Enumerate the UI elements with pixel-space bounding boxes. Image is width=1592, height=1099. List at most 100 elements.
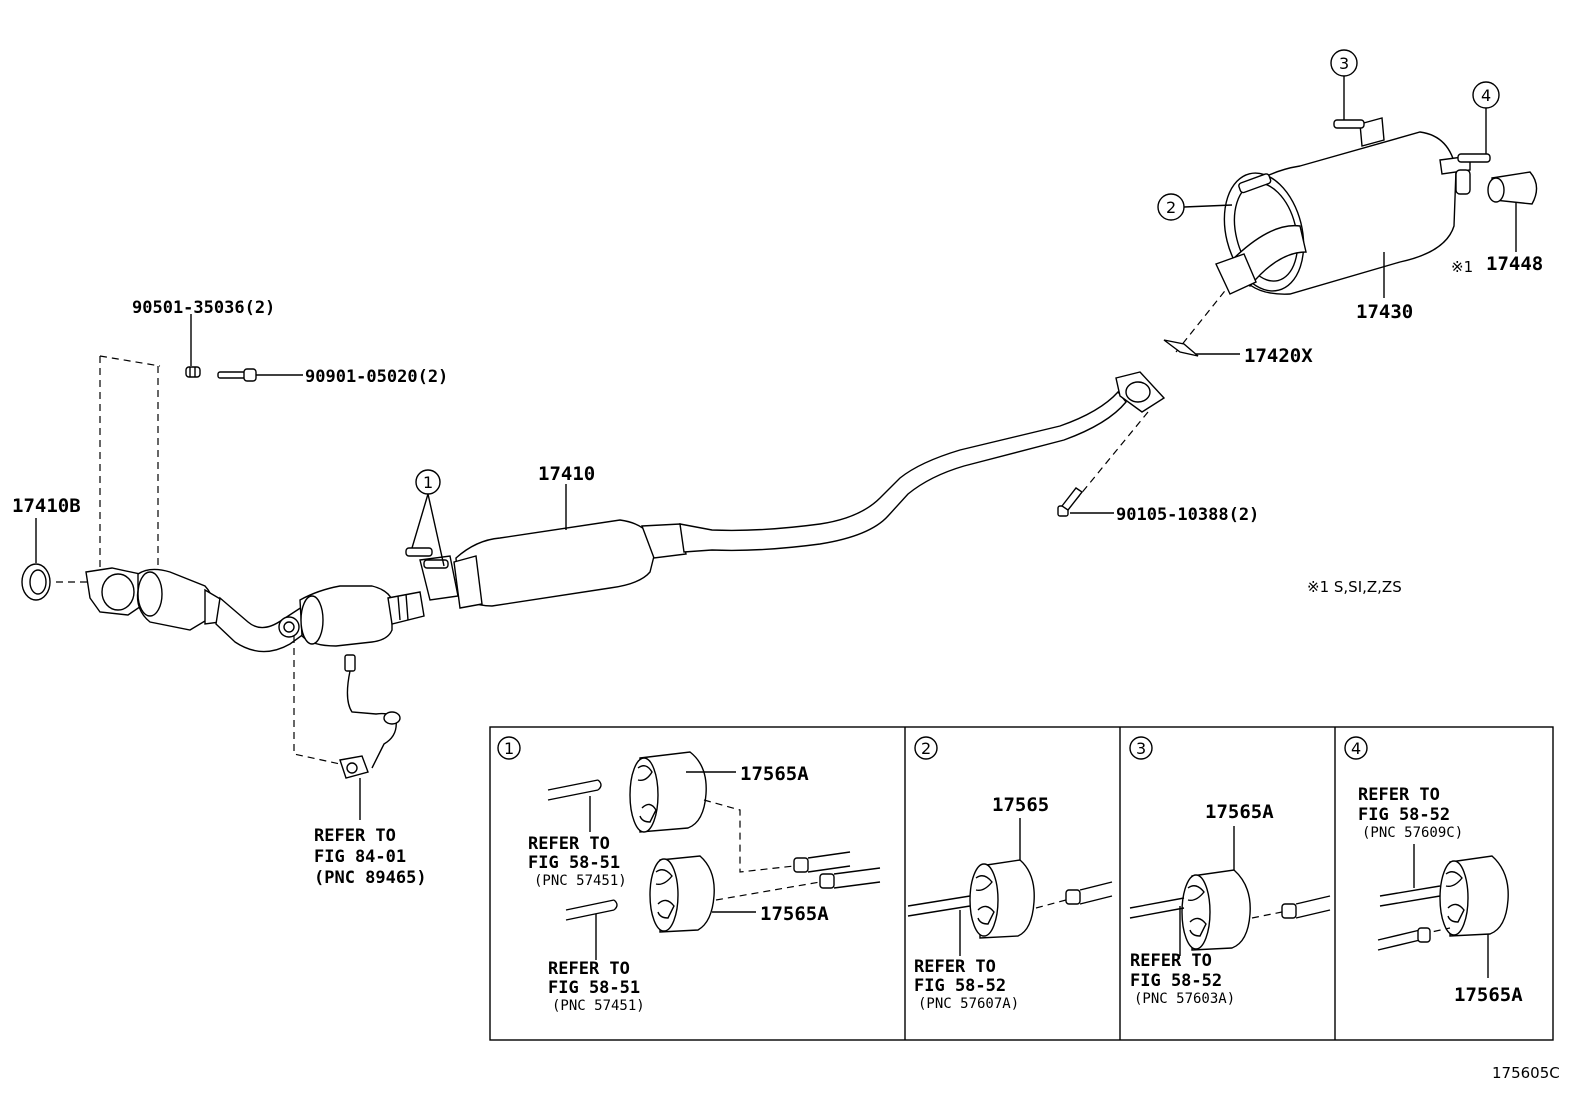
svg-text:FIG 58-51: FIG 58-51 (528, 853, 620, 873)
svg-text:4: 4 (1481, 86, 1491, 105)
detail-1: 1 17565A REFER TO FIG 58-51 (PNC 57451) (497, 736, 881, 1014)
pin-d4-lower (1377, 927, 1431, 951)
svg-text:REFER TO: REFER TO (1130, 951, 1212, 971)
catalytic-converter-rear[interactable] (299, 585, 425, 647)
svg-text:FIG 58-52: FIG 58-52 (1130, 971, 1222, 991)
svg-text:2: 2 (921, 739, 931, 758)
part-number-90105-10388: 90105-10388(2) (1116, 505, 1259, 525)
callout-1-leader (411, 493, 445, 567)
detail-3-guide (1251, 911, 1283, 919)
rubber-hanger-d4[interactable] (1439, 855, 1509, 937)
part-17565: 17565 (992, 794, 1049, 816)
detail-3-number: 3 (1129, 736, 1153, 760)
refer-note-sensor: REFER TO FIG 84-01 (PNC 89465) (314, 826, 427, 888)
svg-text:(PNC 89465): (PNC 89465) (314, 868, 427, 888)
callout-4[interactable]: 4 (1472, 81, 1500, 109)
part-17565A-top: 17565A (740, 763, 809, 785)
detail-3: 3 17565A REFER TO FIG 58-52 (PNC 57603A) (1129, 736, 1331, 1007)
svg-text:FIG 84-01: FIG 84-01 (314, 847, 406, 867)
part-number-17410B: 17410B (12, 495, 81, 517)
detail-2-guide (1035, 899, 1067, 909)
sensor-boss[interactable] (278, 616, 300, 638)
option-mark-17448: ※1 (1451, 258, 1473, 276)
hanger-pin-top (547, 779, 602, 801)
pin-d2-left (907, 895, 971, 917)
refer-note-d2: REFER TO FIG 58-52 (PNC 57607A) (914, 957, 1019, 1012)
detail-2-number: 2 (914, 736, 938, 760)
callout-1[interactable]: 1 (415, 469, 441, 495)
part-number-17420X: 17420X (1244, 345, 1313, 367)
part-17565A-bottom: 17565A (760, 903, 829, 925)
refer-note-d4: REFER TO FIG 58-52 (PNC 57609C) (1358, 785, 1463, 841)
part-number-90501-35036: 90501-35036(2) (132, 298, 275, 318)
rubber-hanger-bottom[interactable] (649, 855, 715, 933)
rubber-hanger-d2[interactable] (969, 859, 1035, 939)
svg-text:1: 1 (504, 739, 514, 758)
svg-text:REFER TO: REFER TO (314, 826, 396, 846)
refer-note-d1-bottom: REFER TO FIG 58-51 (PNC 57451) (548, 959, 645, 1014)
catalytic-converter-front[interactable] (136, 568, 223, 631)
svg-text:(PNC 57603A): (PNC 57603A) (1134, 991, 1235, 1007)
pin-d2-right (1065, 881, 1113, 905)
tail-muffler[interactable] (1213, 117, 1471, 299)
rubber-hanger-d3[interactable] (1181, 869, 1251, 951)
oxygen-sensor[interactable] (339, 654, 401, 779)
pin-d4-upper (1379, 885, 1441, 907)
part-number-90901-05020: 90901-05020(2) (305, 367, 448, 387)
svg-text:2: 2 (1166, 198, 1176, 217)
callout-2-leader (1183, 204, 1233, 208)
hanger-pin-3[interactable] (1333, 119, 1365, 129)
svg-text:(PNC 57451): (PNC 57451) (552, 998, 645, 1014)
svg-text:REFER TO: REFER TO (914, 957, 996, 977)
detail-1-guide-bottom (715, 881, 821, 901)
intermediate-pipe[interactable] (679, 390, 1127, 553)
pipe-flange-rear[interactable] (1115, 371, 1166, 413)
tail-pipe-tip-17448[interactable] (1487, 171, 1538, 205)
svg-text:4: 4 (1351, 739, 1361, 758)
detail-1-number: 1 (497, 736, 521, 760)
refer-note-d3: REFER TO FIG 58-52 (PNC 57603A) (1130, 951, 1235, 1007)
svg-text:3: 3 (1136, 739, 1146, 758)
gasket-17420X[interactable] (1163, 339, 1199, 357)
pin-detail-1a (793, 851, 851, 873)
svg-text:REFER TO: REFER TO (548, 959, 630, 979)
svg-text:FIG 58-52: FIG 58-52 (914, 976, 1006, 996)
callout-3[interactable]: 3 (1330, 49, 1358, 77)
svg-text:(PNC 57607A): (PNC 57607A) (918, 996, 1019, 1012)
svg-text:FIG 58-51: FIG 58-51 (548, 978, 640, 998)
part-17565A-d4: 17565A (1454, 984, 1523, 1006)
pipe-hanger-bracket[interactable] (405, 547, 459, 601)
detail-1-guide-top (703, 799, 795, 873)
pin-detail-1b (819, 867, 881, 889)
svg-text:REFER TO: REFER TO (1358, 785, 1440, 805)
detail-2: 2 17565 REFER TO FIG 58-52 (PNC 57607A) (907, 736, 1113, 1012)
pin-d3-right (1281, 895, 1331, 919)
svg-text:(PNC 57609C): (PNC 57609C) (1362, 825, 1463, 841)
flange-alignment-line (1065, 281, 1233, 513)
part-number-17430: 17430 (1356, 301, 1413, 323)
detail-4-number: 4 (1344, 736, 1368, 760)
assembly-guide-lines (56, 355, 161, 583)
svg-text:(PNC 57451): (PNC 57451) (534, 873, 627, 889)
hanger-pin-bottom (565, 899, 618, 921)
figure-id: 175605C (1492, 1064, 1560, 1082)
center-muffler[interactable] (453, 519, 687, 609)
rubber-hanger-top[interactable] (629, 751, 707, 833)
bolt-90105-10388[interactable] (1057, 487, 1084, 517)
detail-4: 4 REFER TO FIG 58-52 (PNC 57609C) 17565A (1344, 736, 1523, 1006)
gasket-17410B[interactable] (21, 563, 51, 601)
svg-text:3: 3 (1339, 54, 1349, 73)
stud-90501-35036[interactable] (185, 366, 201, 378)
part-number-17448: 17448 (1486, 253, 1543, 275)
refer-note-d1-top: REFER TO FIG 58-51 (PNC 57451) (528, 834, 627, 889)
part-17565A-d3: 17565A (1205, 801, 1274, 823)
pin-d3-left (1129, 897, 1185, 919)
detail-panel-frame (489, 726, 1554, 1041)
svg-text:1: 1 (423, 473, 433, 492)
hanger-pin-4[interactable] (1457, 153, 1491, 163)
bolt-90901-05020[interactable] (217, 368, 257, 382)
applicability-note: ※1 S,SI,Z,ZS (1307, 578, 1402, 596)
part-number-17410: 17410 (538, 463, 595, 485)
callout-2[interactable]: 2 (1157, 193, 1185, 221)
